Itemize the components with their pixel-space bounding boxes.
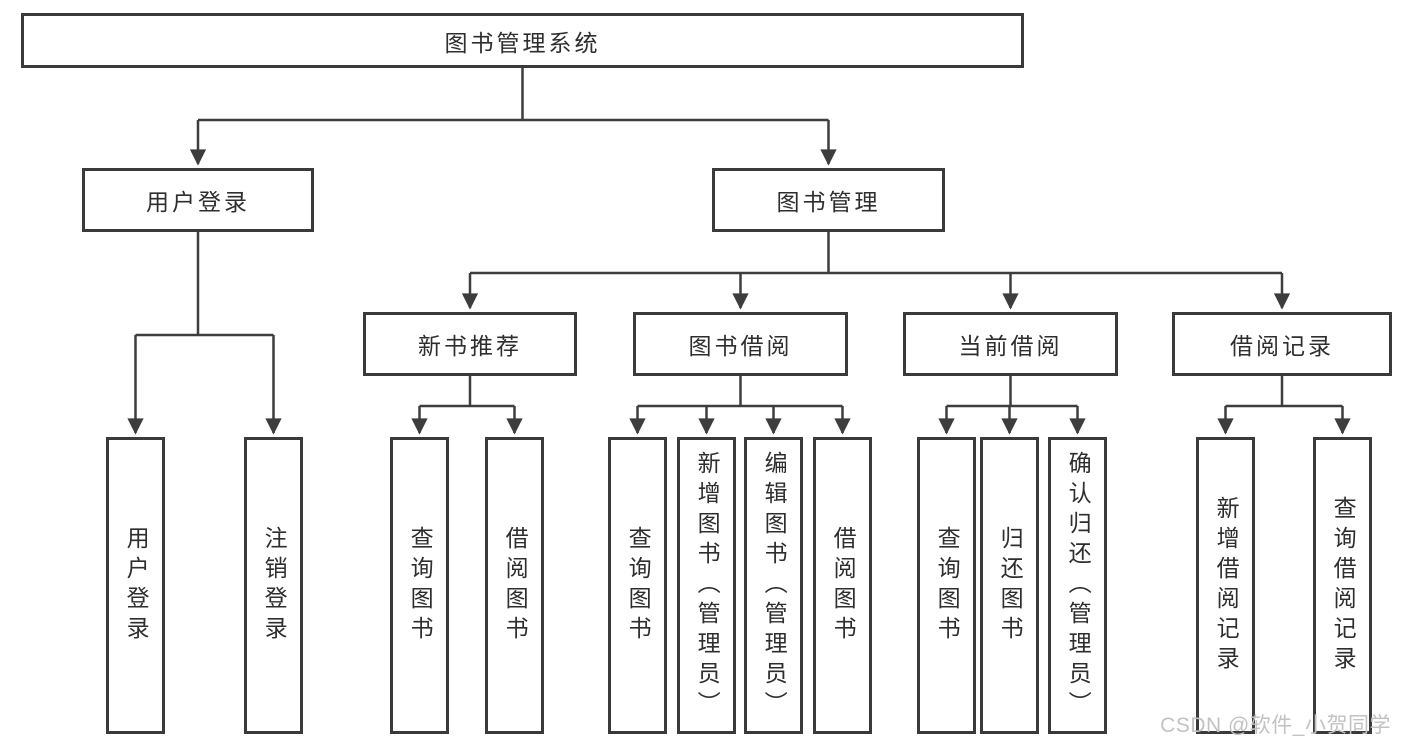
edge-book-mgmt-children [461, 232, 1291, 310]
edge-records-children [1217, 376, 1351, 435]
edge-borrow-children [629, 376, 851, 435]
leaf-query-books-recommend-label: 查询图书 [407, 525, 434, 646]
leaf-confirm-return-admin: 确认归还（管理员） [1048, 437, 1107, 734]
node-book-borrow: 图书借阅 [633, 312, 848, 376]
leaf-add-borrow-record-label: 新增借阅记录 [1213, 495, 1240, 676]
node-current-borrow-label: 当前借阅 [958, 333, 1063, 359]
node-root-label: 图书管理系统 [444, 29, 601, 56]
leaf-logout: 注销登录 [244, 437, 303, 734]
leaf-edit-book-admin: 编辑图书（管理员） [744, 437, 803, 734]
leaf-edit-book-admin-label: 编辑图书（管理员） [761, 450, 788, 721]
watermark-text: CSDN @软件_小贺同学 [1160, 714, 1391, 737]
leaf-add-borrow-record: 新增借阅记录 [1196, 437, 1255, 734]
node-book-borrow-label: 图书借阅 [688, 333, 793, 359]
node-book-management: 图书管理 [712, 168, 945, 232]
leaf-query-borrow-record: 查询借阅记录 [1313, 437, 1372, 734]
node-book-management-label: 图书管理 [776, 189, 881, 215]
leaf-borrow-books-recommend-label: 借阅图书 [502, 525, 529, 646]
leaf-query-books-borrow-label: 查询图书 [625, 525, 652, 646]
leaf-return-book-label: 归还图书 [997, 525, 1024, 646]
edge-recommend-children [411, 376, 523, 435]
edge-current-children [938, 376, 1086, 435]
node-user-login: 用户登录 [82, 168, 314, 232]
node-borrow-records: 借阅记录 [1172, 312, 1392, 376]
leaf-query-borrow-record-label: 查询借阅记录 [1330, 495, 1357, 676]
leaf-user-login: 用户登录 [106, 437, 165, 734]
node-root: 图书管理系统 [21, 13, 1024, 68]
leaf-logout-label: 注销登录 [261, 525, 288, 646]
leaf-borrow-books-recommend: 借阅图书 [485, 437, 544, 734]
node-current-borrow: 当前借阅 [903, 312, 1118, 376]
node-borrow-records-label: 借阅记录 [1230, 333, 1334, 359]
leaf-borrow-books-borrow: 借阅图书 [813, 437, 872, 734]
leaf-add-book-admin-label: 新增图书（管理员） [694, 450, 721, 721]
leaf-confirm-return-admin-label: 确认归还（管理员） [1065, 450, 1092, 721]
edge-root-to-level2 [189, 68, 837, 166]
leaf-query-books-current: 查询图书 [917, 437, 976, 734]
node-new-book-recommend: 新书推荐 [363, 312, 577, 376]
node-new-book-recommend-label: 新书推荐 [418, 333, 522, 359]
leaf-return-book: 归还图书 [980, 437, 1039, 734]
leaf-user-login-label: 用户登录 [123, 525, 150, 646]
leaf-query-books-borrow: 查询图书 [608, 437, 667, 734]
leaf-add-book-admin: 新增图书（管理员） [677, 437, 736, 734]
node-user-login-label: 用户登录 [146, 189, 250, 215]
leaf-borrow-books-borrow-label: 借阅图书 [830, 525, 857, 646]
leaf-query-books-current-label: 查询图书 [934, 525, 961, 646]
edge-user-login-children [127, 232, 282, 435]
leaf-query-books-recommend: 查询图书 [390, 437, 449, 734]
